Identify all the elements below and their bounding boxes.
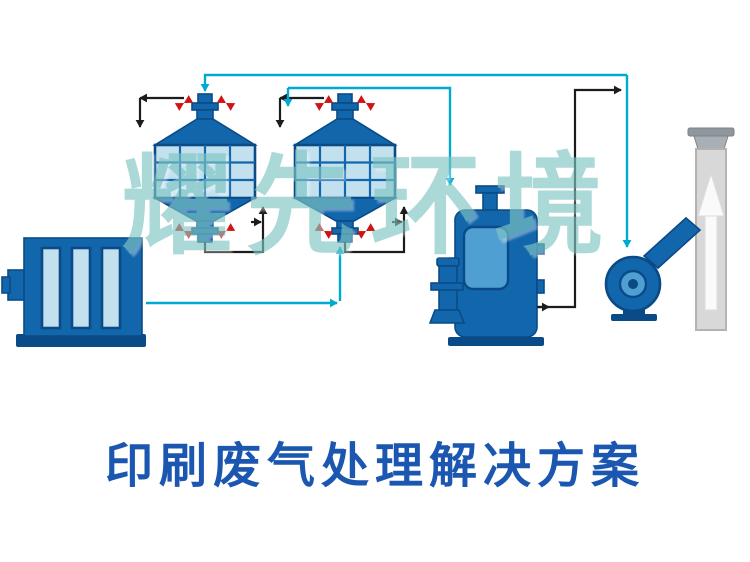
- cyan-line-to-tank-top: [288, 86, 455, 186]
- flow-lines-cyan: [146, 73, 632, 308]
- centrifugal-fan: [604, 216, 702, 321]
- filter-hopper-2: [295, 94, 395, 242]
- cyan-line-top-to-filter1: [200, 73, 627, 92]
- flow-line-tank-to-fan-top: [537, 85, 622, 309]
- flow-lines-black: [135, 85, 622, 312]
- treatment-tank: [428, 185, 545, 346]
- adsorption-box: [1, 237, 146, 347]
- flow-line-filter2-bottom: [343, 206, 409, 254]
- flow-line-filter1-bottom: [203, 206, 268, 254]
- exhaust-chimney: [687, 127, 735, 331]
- filter-hopper-1: [155, 94, 255, 242]
- up-arrow-icon: [697, 172, 725, 311]
